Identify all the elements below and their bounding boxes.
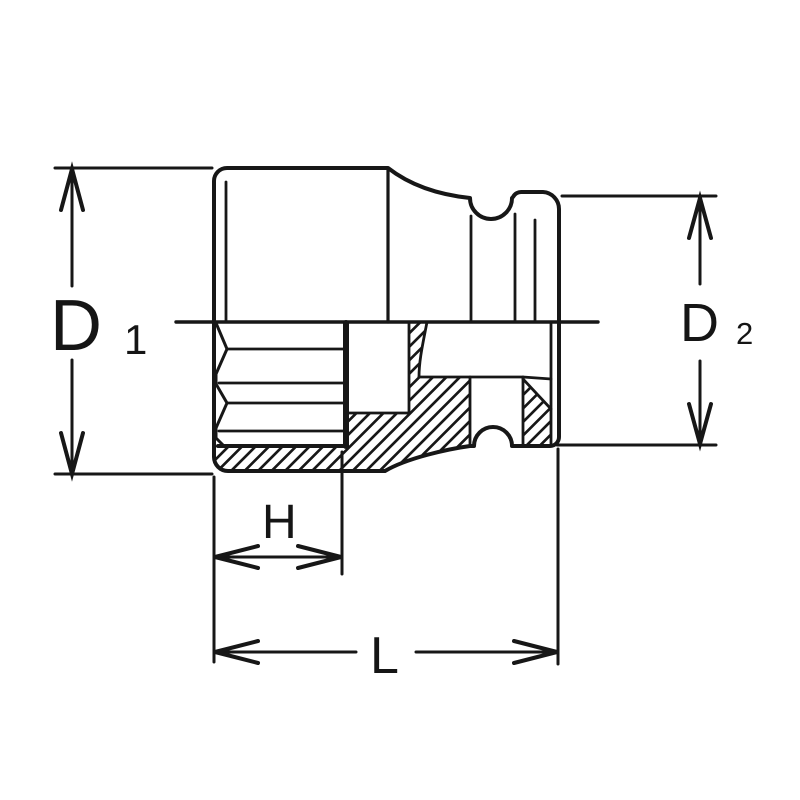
d2-arrow-down (687, 402, 713, 452)
d1-label: D 1 (50, 286, 147, 366)
d2-label: D 2 (680, 293, 753, 353)
dimension-d2 (555, 190, 718, 452)
hatch-right-block (523, 379, 551, 446)
h-label: H (262, 496, 297, 549)
d1-label-sub: 1 (124, 316, 147, 363)
l-arrow-right (512, 639, 558, 665)
square-drive-hole (346, 321, 411, 415)
d2-label-base: D (680, 293, 719, 353)
socket-outline (212, 166, 562, 473)
dimension-h (212, 450, 344, 664)
l-arrow-left (214, 639, 260, 665)
d1-arrow-up (59, 161, 85, 212)
socket-body (174, 166, 600, 473)
hatch-main-section (214, 323, 470, 471)
dimension-d1 (53, 161, 214, 482)
d1-label-base: D (50, 286, 102, 366)
drive-bore-entry-curve (417, 320, 429, 379)
h-arrow-left (214, 544, 260, 570)
d1-arrow-down (59, 431, 85, 482)
d2-arrow-up (687, 190, 713, 240)
l-label: L (370, 627, 399, 685)
section-lines (174, 166, 600, 449)
d2-label-sub: 2 (736, 316, 753, 351)
corner-block-diagonal (521, 377, 553, 411)
h-arrow-right (296, 544, 342, 570)
dimension-l (214, 447, 560, 666)
